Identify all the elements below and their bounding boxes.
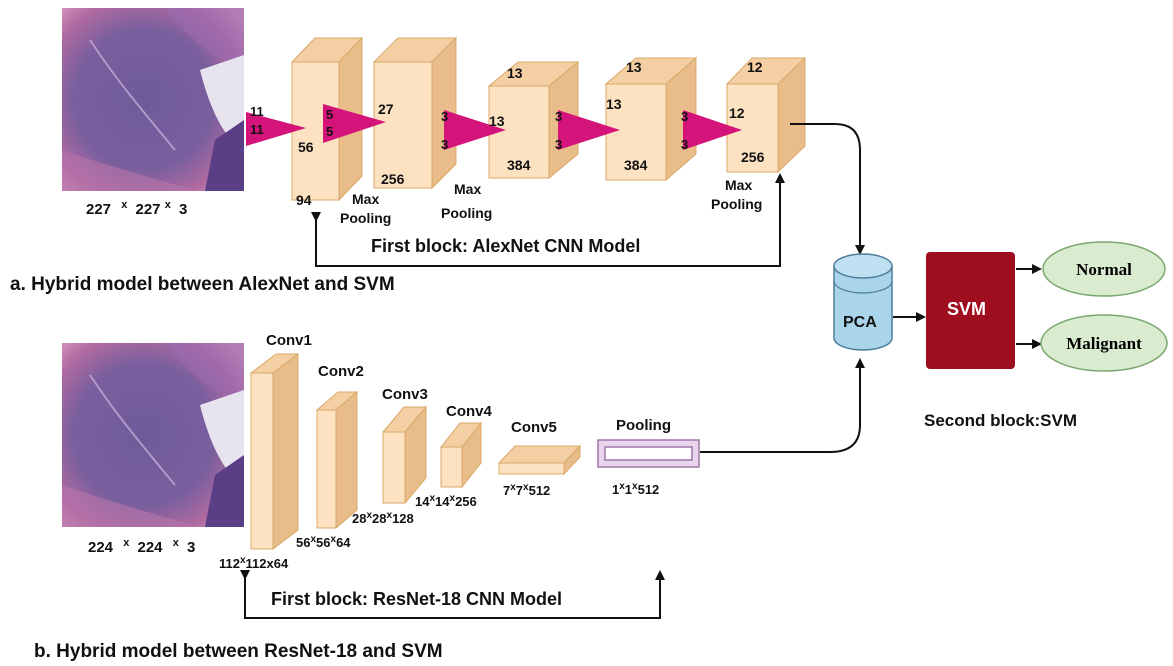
svm-label: SVM (947, 299, 986, 319)
conv5-cube (497, 444, 582, 476)
l5-kernel-b: 3 (681, 137, 688, 152)
l4-height: 13 (606, 96, 622, 112)
section-a-title: a. Hybrid model between AlexNet and SVM (10, 274, 395, 295)
l4-depth: 384 (624, 157, 648, 173)
kernel-triangle-4 (558, 110, 620, 150)
conv5-label: Conv5 (511, 419, 557, 436)
l2-height: 27 (378, 101, 394, 117)
max-pooling-label-3: Max Pooling (711, 177, 762, 212)
input-size-a: 227 x 227 x 3 (86, 195, 187, 218)
svm-box (926, 252, 1015, 369)
conv3-label: Conv3 (382, 386, 428, 403)
l1-depth: 94 (296, 192, 312, 208)
conv3-dims: 28x28x128 (352, 510, 414, 526)
l1-kernel-b: 11 (250, 122, 264, 137)
svm-caption: Second block:SVM (924, 411, 1077, 430)
output-normal-ellipse (1042, 241, 1166, 297)
conv1-dims: 112x112x64 (219, 555, 289, 571)
l5-depth: 256 (741, 149, 765, 165)
conv4-dims: 14x14x256 (415, 493, 477, 509)
l4-top: 13 (626, 59, 642, 75)
alexnet-layer-5-cube (725, 56, 807, 174)
conv3-cube (381, 405, 428, 505)
output-malignant-ellipse (1040, 314, 1168, 372)
pooling-block (597, 439, 700, 468)
l5-kernel-a: 3 (681, 109, 688, 124)
pooling-dims: 1x1x512 (612, 481, 659, 497)
l3-top: 13 (507, 65, 523, 81)
max-pooling-label-1: Max Pooling (340, 191, 391, 226)
conv2-label: Conv2 (318, 363, 364, 380)
alexnet-block-caption: First block: AlexNet CNN Model (371, 236, 640, 256)
resnet-block-caption: First block: ResNet-18 CNN Model (271, 589, 562, 609)
conv1-cube (249, 352, 300, 551)
output-malignant-label: Malignant (1066, 334, 1142, 353)
alexnet-block-bracket (311, 173, 785, 267)
histology-image-b (62, 343, 244, 527)
alexnet-layer-2-cube (372, 36, 458, 190)
pca-cylinder (833, 253, 893, 351)
conv4-cube (439, 421, 483, 489)
pca-label: PCA (843, 314, 877, 331)
input-size-b: 224 x 224 x 3 (88, 533, 195, 556)
histology-image-a (62, 8, 244, 191)
section-b-title: b. Hybrid model between ResNet-18 and SV… (34, 641, 443, 662)
conv2-cube (315, 390, 359, 530)
resnet-to-pca-arrow (700, 358, 865, 453)
resnet-block-bracket (240, 570, 665, 619)
l2-kernel-b: 5 (326, 124, 333, 139)
kernel-triangle-5 (683, 110, 742, 150)
kernel-triangle-2 (323, 104, 386, 143)
l3-kernel-b: 3 (441, 137, 448, 152)
l1-height: 56 (298, 139, 314, 155)
kernel-triangle-1 (246, 112, 306, 146)
l2-kernel-a: 5 (326, 107, 333, 122)
conv2-dims: 56x56x64 (296, 534, 351, 550)
l1-kernel-a: 11 (250, 104, 264, 119)
alexnet-to-pca-arrow (790, 123, 865, 255)
alexnet-layer-3-cube (487, 60, 580, 180)
l4-kernel-b: 3 (555, 137, 562, 152)
conv1-label: Conv1 (266, 332, 312, 349)
l5-height: 12 (729, 105, 745, 121)
l5-top: 12 (747, 59, 763, 75)
conv4-label: Conv4 (446, 403, 493, 420)
conv5-dims: 7x7x512 (503, 482, 550, 498)
output-normal-label: Normal (1076, 260, 1132, 279)
l3-kernel-a: 3 (441, 109, 448, 124)
kernel-triangle-3 (444, 110, 506, 150)
pooling-label: Pooling (616, 417, 671, 434)
l2-depth: 256 (381, 171, 405, 187)
l3-depth: 384 (507, 157, 531, 173)
l4-kernel-a: 3 (555, 109, 562, 124)
l3-height: 13 (489, 113, 505, 129)
max-pooling-label-2: Max Pooling (441, 181, 492, 221)
alexnet-layer-4-cube (604, 56, 698, 182)
